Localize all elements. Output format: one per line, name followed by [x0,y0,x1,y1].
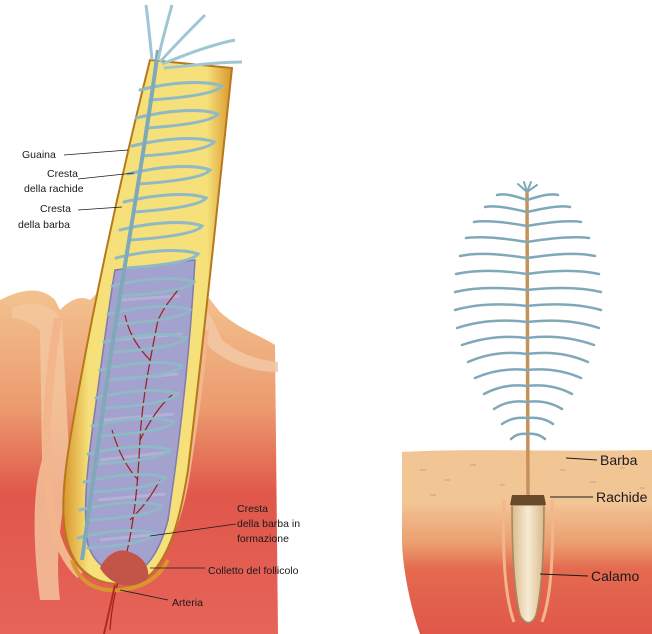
label-colletto: Colletto del follicolo [208,565,299,577]
feather-tip [518,182,537,192]
label-arteria: Arteria [172,597,203,609]
label-cresta-rachide-line2: della rachide [24,183,84,195]
barbs-right [527,194,601,439]
label-cresta-barba-line2: della barba [18,219,70,231]
rachis [527,190,528,495]
mature-feather [402,182,652,634]
label-cresta-barba-line1: Cresta [40,203,71,215]
label-rachide: Rachide [596,489,648,505]
collar-right [510,495,546,505]
emerging-barbs [146,5,242,68]
label-calamo: Calamo [591,568,639,584]
label-cresta-rachide-line1: Cresta [47,168,78,180]
label-cresta-formazione-line2: della barba in [237,518,300,530]
label-cresta-formazione-line3: formazione [237,533,289,545]
label-guaina: Guaina [22,149,56,161]
barbs-left [455,194,527,439]
label-cresta-formazione-line1: Cresta [237,503,268,515]
label-barba: Barba [600,452,638,468]
